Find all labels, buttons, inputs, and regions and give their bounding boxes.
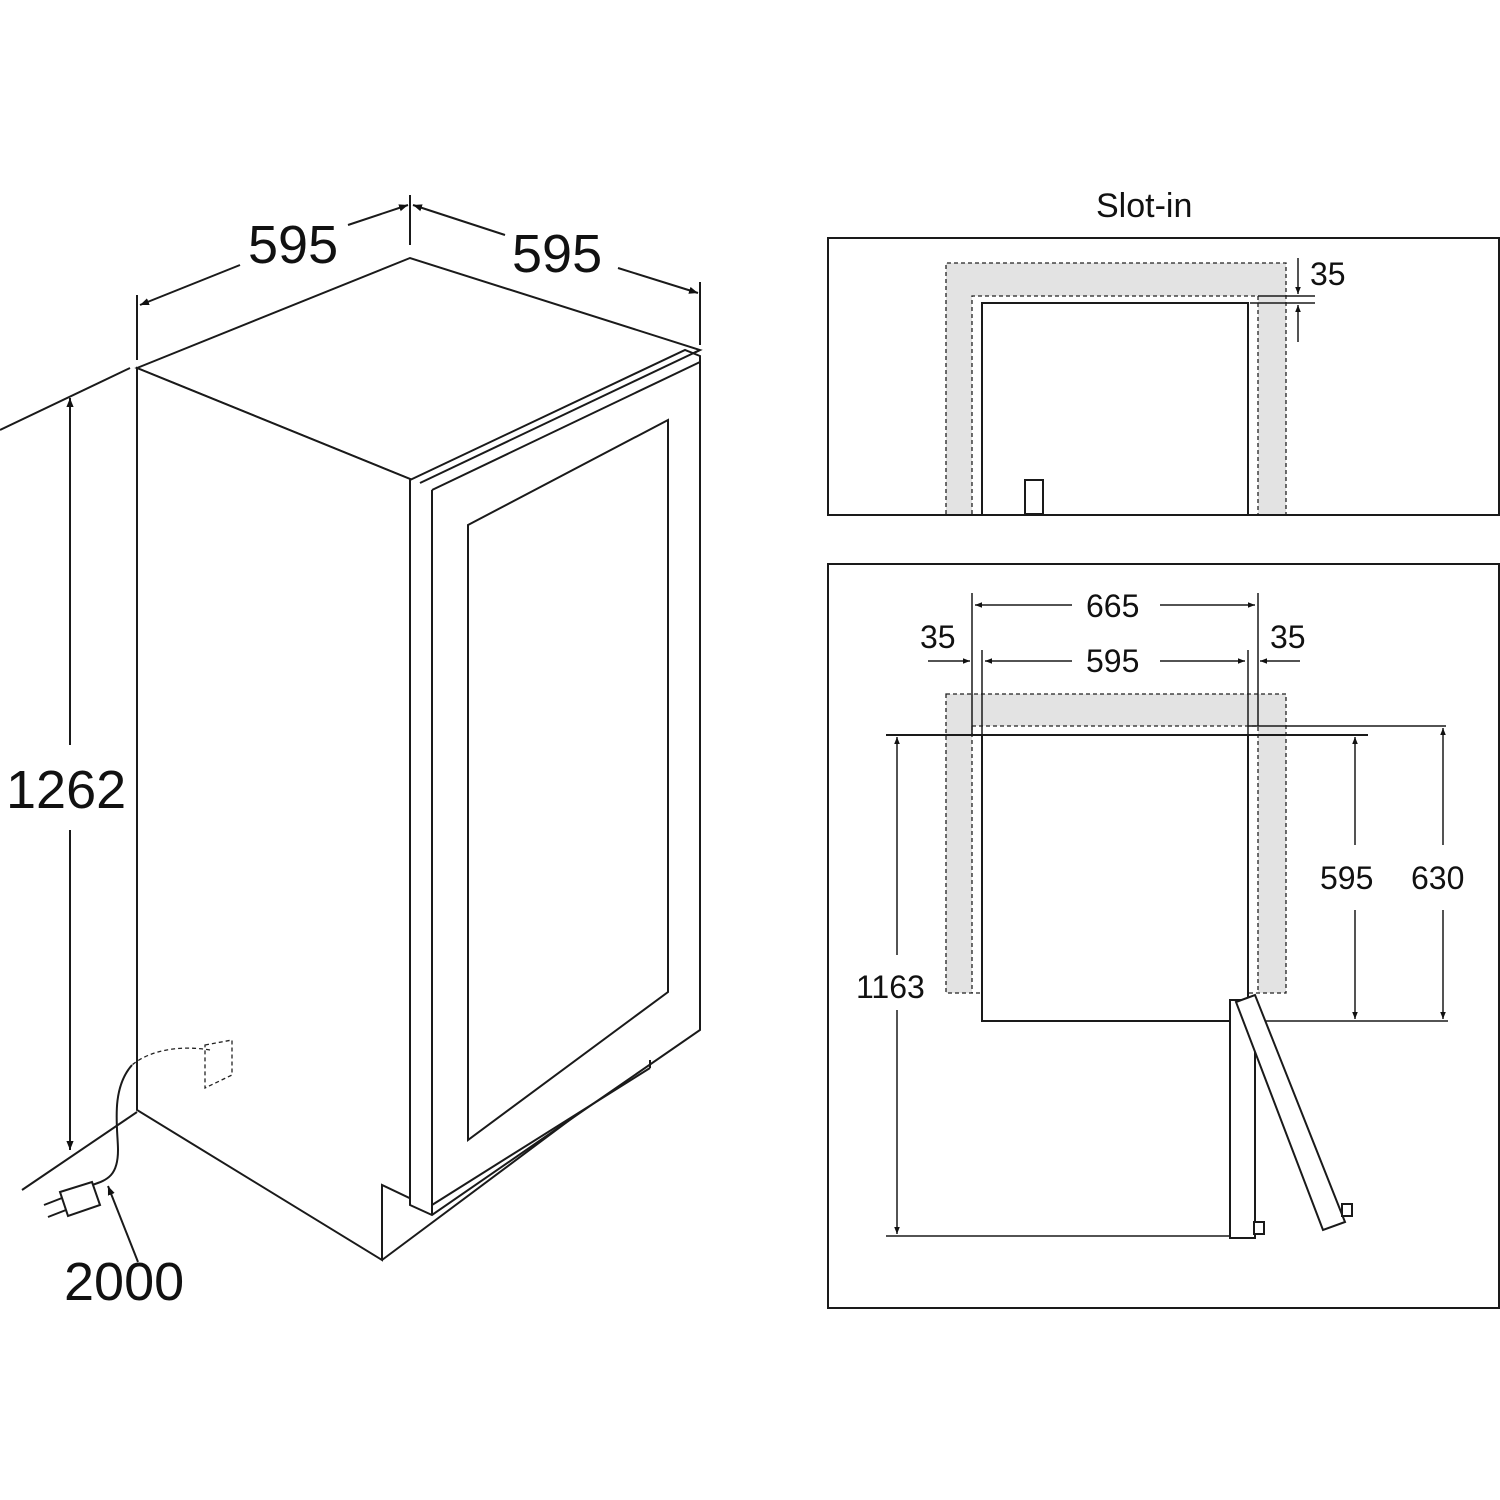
depth-label: 595 — [512, 224, 602, 284]
isometric-view: 595 595 1262 2000 — [0, 195, 703, 1312]
depth-label: 595 — [1320, 860, 1373, 896]
socket-outline — [204, 1039, 233, 1090]
outer-width-label: 665 — [1086, 588, 1139, 624]
floor-line — [21, 1111, 138, 1191]
cabinet-side — [136, 366, 421, 1262]
height-label: 1262 — [6, 760, 126, 820]
door-glass — [467, 418, 669, 1142]
door-open-depth-label: 1163 — [856, 969, 925, 1005]
left-gap-label: 35 — [920, 619, 956, 655]
appliance-front — [981, 302, 1249, 516]
depth-with-gap-label: 630 — [1411, 860, 1464, 896]
cable-hidden — [131, 1047, 211, 1066]
door-bottom-edge — [431, 1067, 651, 1206]
cable-leader — [107, 1185, 139, 1263]
door-top-edge — [419, 349, 701, 484]
plug-icon — [43, 1180, 102, 1218]
door-open-plan — [1234, 993, 1347, 1232]
cable-length-label: 2000 — [64, 1252, 184, 1312]
power-cable — [91, 1064, 133, 1186]
right-gap-label: 35 — [1270, 619, 1306, 655]
inner-width-label: 595 — [1086, 643, 1139, 679]
width-dim-line-left — [139, 264, 241, 306]
top-gap-label: 35 — [1310, 256, 1346, 292]
plan-panel: 665 595 35 35 595 630 1163 — [827, 563, 1500, 1309]
width-dim-line-right — [347, 204, 409, 226]
floor-wall-line — [0, 367, 131, 431]
width-label: 595 — [248, 215, 338, 275]
slot-in-title: Slot-in — [1096, 187, 1192, 225]
appliance-plan — [981, 734, 1249, 1022]
handle-outline — [1024, 479, 1044, 515]
depth-dim-line-left — [412, 204, 506, 236]
door-top-inner — [431, 361, 701, 491]
depth-dim-line-right — [617, 267, 699, 294]
niche-clearance — [946, 263, 1286, 514]
plan-niche-clearance — [946, 694, 1286, 993]
slot-in-panel: Slot-in 35 — [827, 187, 1500, 516]
